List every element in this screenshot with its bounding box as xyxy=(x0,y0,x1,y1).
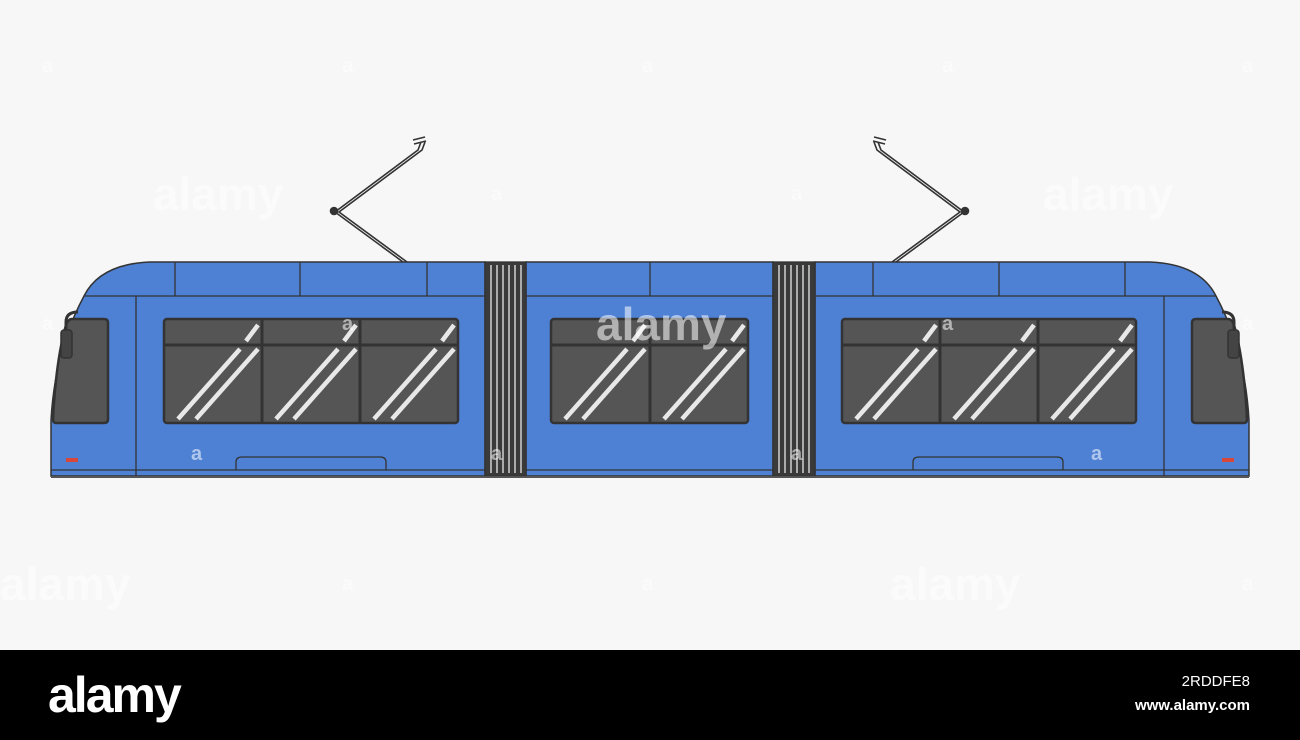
watermark-mark: a xyxy=(342,313,354,335)
windows xyxy=(51,317,1249,425)
watermark-mark: a xyxy=(1091,443,1103,465)
window-block-right xyxy=(840,317,1138,425)
watermark-mark: a xyxy=(791,183,803,205)
watermark-mark: a xyxy=(642,55,654,77)
watermark-brand: alamy xyxy=(0,558,131,610)
watermark-mark: a xyxy=(42,55,54,77)
watermark-mark: a xyxy=(42,313,54,335)
footer-image-id: 2RDDFE8 xyxy=(1181,673,1250,690)
footer-brand-logo: alamy xyxy=(48,667,182,723)
bellows-right xyxy=(772,261,816,477)
marker-light-right xyxy=(1222,458,1234,462)
watermark-mark: a xyxy=(791,443,803,465)
panel-lines xyxy=(51,262,1249,476)
watermark-mark: a xyxy=(942,55,954,77)
pantographs xyxy=(329,136,970,263)
rear-view-mirror-left xyxy=(60,310,79,359)
footer-bar: alamy 2RDDFE8 www.alamy.com xyxy=(0,650,1300,740)
watermark-brand: alamy xyxy=(153,168,284,220)
watermark-mark: a xyxy=(1242,313,1254,335)
watermark-mark: a xyxy=(491,443,503,465)
watermarks: alamy alamy alamy alamy alamy a a a a a … xyxy=(0,55,1254,610)
watermark-mark: a xyxy=(491,183,503,205)
window-block-left xyxy=(162,317,460,425)
watermark-brand: alamy xyxy=(596,298,727,350)
window-glare xyxy=(176,323,1134,421)
pantograph-left xyxy=(329,136,427,263)
marker-light-left xyxy=(66,458,78,462)
pantograph-right xyxy=(872,136,970,263)
watermark-mark: a xyxy=(1242,573,1254,595)
watermark-mark: a xyxy=(191,443,203,465)
watermark-mark: a xyxy=(942,313,954,335)
watermark-mark: a xyxy=(342,55,354,77)
watermark-mark: a xyxy=(642,573,654,595)
tram-illustration: alamy alamy alamy alamy alamy a a a a a … xyxy=(0,55,1254,610)
watermark-mark: a xyxy=(342,573,354,595)
bellows-left xyxy=(484,261,527,477)
footer-url: www.alamy.com xyxy=(1134,697,1250,714)
illustration-canvas: alamy alamy alamy alamy alamy a a a a a … xyxy=(0,55,1254,610)
watermark-brand: alamy xyxy=(1043,168,1174,220)
rear-view-mirror-right xyxy=(1221,310,1240,359)
watermark-mark: a xyxy=(1242,55,1254,77)
watermark-brand: alamy xyxy=(890,558,1021,610)
